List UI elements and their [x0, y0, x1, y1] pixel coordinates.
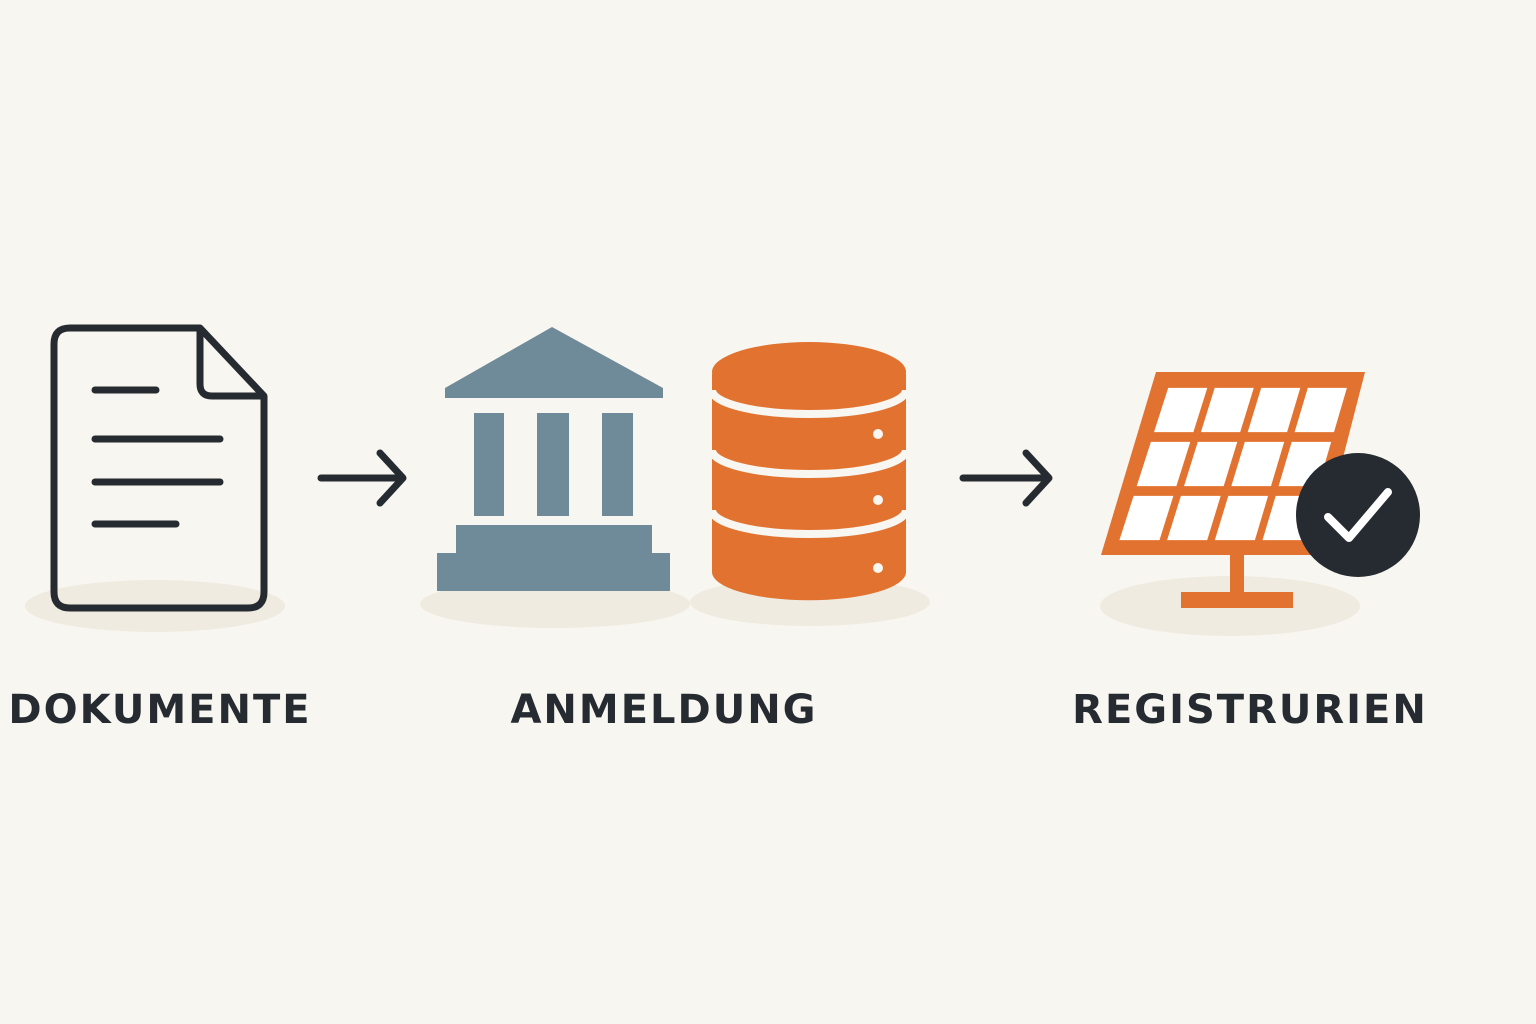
bank-building-icon [437, 327, 670, 591]
solar-cell [1200, 387, 1254, 433]
arrow-right-icon [317, 449, 407, 507]
database-body [712, 374, 906, 601]
solar-cell [1119, 495, 1174, 541]
solar-cell [1294, 387, 1347, 433]
bank-roof [445, 327, 663, 398]
bank-column [474, 413, 504, 516]
bank-column [537, 413, 569, 516]
database-indicator [873, 495, 883, 505]
document-outline [50, 324, 268, 612]
solar-panel-cells [1119, 387, 1347, 541]
checkmark-badge-circle [1296, 453, 1420, 577]
database-band [708, 509, 910, 538]
bank-column [602, 413, 633, 516]
arrow-head [1022, 449, 1053, 507]
step-label-registrurien: REGISTRURIEN [1072, 687, 1428, 733]
database-band [708, 449, 910, 478]
checkmark-badge-icon [1296, 453, 1420, 577]
bank-step-base [437, 553, 670, 591]
arrow-right-icon [959, 449, 1053, 507]
solar-cell [1184, 441, 1238, 487]
solar-panel-stand [1230, 545, 1244, 599]
database-indicator [873, 563, 883, 573]
database-icon [708, 342, 910, 601]
checkmark-icon [1324, 488, 1392, 542]
database-band [708, 389, 910, 418]
solar-panel-base [1181, 592, 1293, 608]
document-icon [50, 324, 268, 612]
solar-cell [1154, 387, 1208, 433]
bank-step-upper [456, 525, 652, 553]
arrow-head [376, 449, 407, 507]
bank-shadow [420, 580, 690, 628]
solar-cell [1247, 387, 1301, 433]
step-label-anmeldung: ANMELDUNG [510, 687, 818, 733]
document-corner-fold [196, 328, 264, 400]
solar-cell [1214, 495, 1269, 541]
solar-cell [1136, 441, 1191, 487]
solar-cell [1231, 441, 1285, 487]
database-indicator [873, 429, 883, 439]
solar-cell [1167, 495, 1221, 541]
database-top [712, 342, 906, 402]
step-label-dokumente: DOKUMENTE [8, 687, 312, 733]
